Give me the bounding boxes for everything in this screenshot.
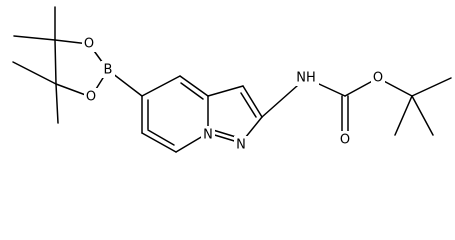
chemical-structure-diagram: O O B NH O O N N: [12, 6, 452, 153]
bond-tbu-methyl-2: [411, 95, 434, 136]
bond-methyl-2a: [12, 61, 57, 85]
bond-c7-c6: [141, 132, 177, 153]
atom-boron: B: [104, 63, 113, 78]
bond-tbu-methyl-1: [411, 77, 452, 97]
bond-tbu-methyl-3: [394, 95, 413, 136]
bonds: [12, 6, 452, 153]
bond-methyl-1b: [13, 35, 56, 41]
atom-n-bridge: N: [203, 128, 213, 143]
bond-c4-c3a-inner: [180, 82, 204, 100]
atom-o-ester: O: [373, 71, 383, 86]
bond-c1-c2: [54, 39, 57, 85]
atom-nh: NH: [296, 71, 316, 86]
bond-c5-c4: [141, 75, 181, 97]
atom-labels: O O B NH O O N N: [82, 35, 385, 153]
atom-o-carbonyl: O: [340, 133, 350, 148]
bond-methyl-2b: [55, 83, 59, 124]
atom-o-bottom: O: [86, 90, 96, 105]
atom-o-top: O: [84, 37, 94, 52]
bond-n1-n7a-inner: [212, 129, 237, 138]
atom-n-pyrazole: N: [236, 138, 246, 153]
bond-c3a-c3: [207, 85, 244, 97]
bond-c7-c6-inner: [147, 129, 175, 146]
bond-c4-c3a: [179, 75, 209, 97]
bond-c3-c2: [242, 85, 263, 118]
bond-c3-c2-inner: [240, 92, 257, 118]
